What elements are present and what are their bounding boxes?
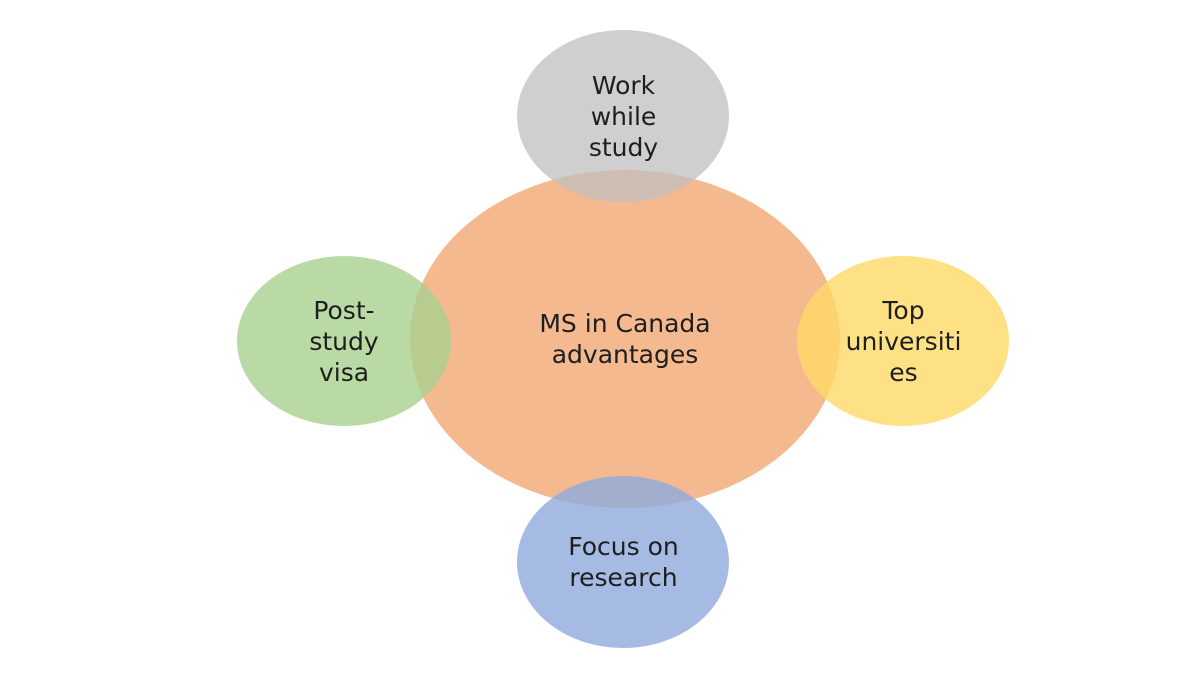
center-node: MS in Canada advantages bbox=[410, 170, 840, 508]
right-circle bbox=[797, 256, 1009, 426]
node-top-label: Work while study bbox=[588, 70, 659, 162]
left-circle bbox=[237, 256, 451, 426]
node-bottom: Focus on research bbox=[517, 476, 730, 648]
top-circle bbox=[517, 30, 729, 202]
node-bottom-label: Focus on research bbox=[568, 532, 679, 592]
node-right-label: Top universiti es bbox=[845, 295, 962, 387]
node-left-label: Post- study visa bbox=[309, 295, 379, 387]
node-top: Work while study bbox=[517, 30, 730, 202]
center-circle bbox=[410, 170, 840, 508]
node-left: Post- study visa bbox=[237, 256, 451, 426]
bottom-circle bbox=[517, 476, 729, 648]
node-right: Top universiti es bbox=[797, 256, 1010, 426]
center-label: MS in Canada advantages bbox=[539, 309, 711, 369]
